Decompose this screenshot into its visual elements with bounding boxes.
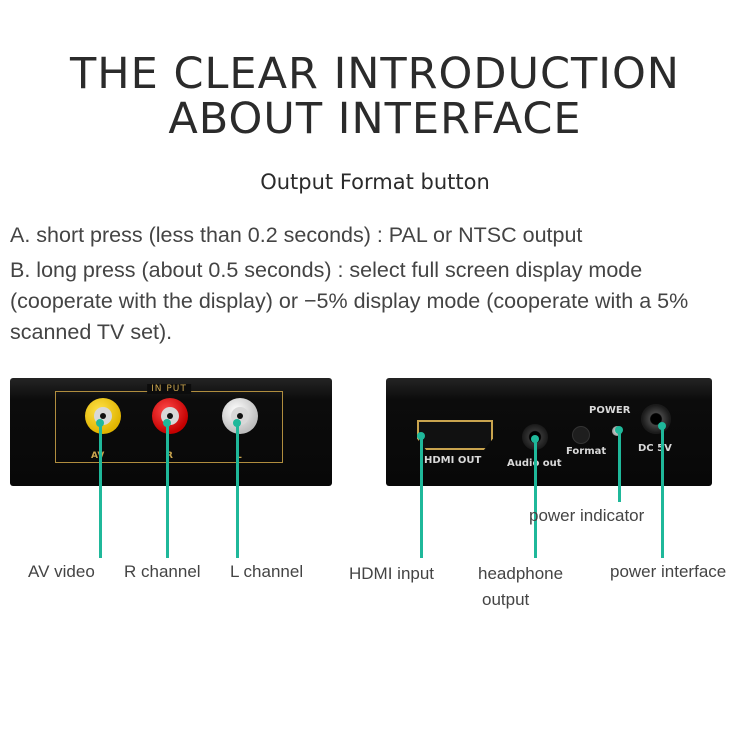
dc-power-jack (641, 404, 671, 434)
description-long-press: B. long press (about 0.5 seconds) : sele… (10, 258, 689, 344)
callout-l-channel: L channel (230, 562, 304, 581)
hdmi-out-port (417, 420, 493, 450)
r-channel-port (152, 398, 188, 434)
callout-hdmi-input: HDMI input (349, 564, 435, 583)
l-port-label: L (236, 451, 242, 461)
description-short-press: A. short press (less than 0.2 seconds) :… (10, 223, 583, 247)
av-input-panel: IN PUT AV R L (10, 378, 332, 486)
av-port-label: AV (91, 451, 104, 461)
r-leader-line (165, 423, 169, 558)
section-subtitle: Output Format button (260, 170, 490, 194)
l-leader-line (235, 423, 239, 558)
format-label: Format (566, 446, 607, 457)
callout-power-interface: power interface (610, 562, 727, 581)
r-port-label: R (166, 451, 173, 461)
input-frame: IN PUT (55, 384, 283, 463)
dc-label: DC 5V (638, 443, 672, 454)
format-button[interactable] (572, 426, 590, 444)
led-leader-line (617, 430, 621, 502)
dc-leader-line (660, 426, 664, 558)
page-title-line-1: THE CLEAR INTRODUCTION (70, 49, 680, 99)
callout-r-channel: R channel (124, 562, 201, 581)
audio-leader-line (533, 439, 537, 558)
power-label: POWER (589, 405, 631, 416)
av-leader-line (98, 423, 102, 558)
av-video-port (85, 398, 121, 434)
callout-headphone-line2: output (482, 590, 530, 609)
callout-av-video: AV video (28, 562, 95, 581)
hdmi-leader-line (419, 436, 423, 558)
page-title-line-2: ABOUT INTERFACE (168, 94, 582, 144)
hdmi-out-label: HDMI OUT (424, 455, 482, 466)
callout-headphone-line1: headphone (478, 564, 564, 583)
callout-power-indicator: power indicator (529, 506, 645, 525)
input-frame-label: IN PUT (147, 384, 191, 394)
l-channel-port (222, 398, 258, 434)
